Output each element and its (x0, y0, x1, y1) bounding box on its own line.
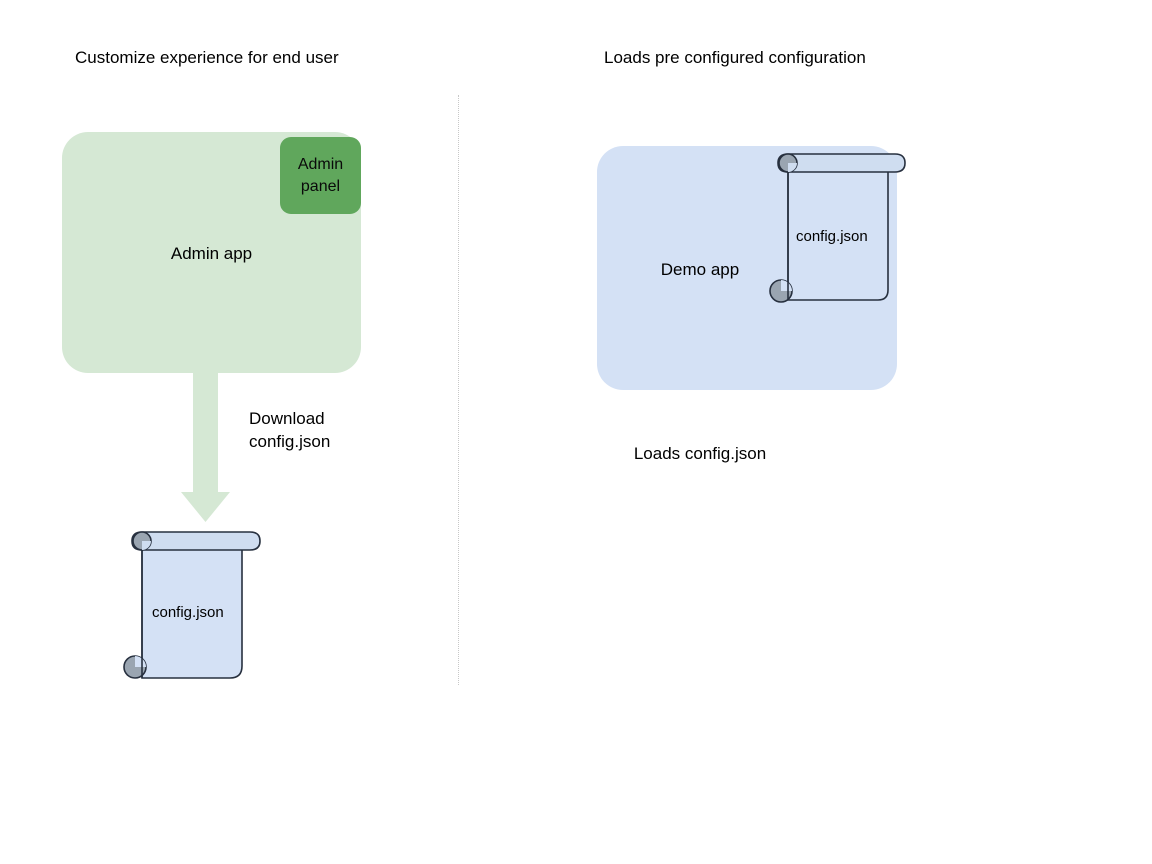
loads-config-caption: Loads config.json (633, 444, 767, 463)
admin-panel-badge-label: Admin panel (297, 155, 344, 195)
left-panel-title: Customize experience for end user (75, 48, 339, 67)
right-panel-title: Loads pre configured configuration (604, 48, 866, 67)
admin-panel-badge[interactable]: Admin panel (280, 137, 361, 214)
panel-divider (458, 95, 459, 685)
demo-app-label: Demo app (660, 260, 740, 279)
config-json-label-right: config.json (796, 228, 868, 245)
config-json-label-left: config.json (152, 604, 224, 621)
config-json-document-right[interactable] (766, 150, 914, 312)
demo-app-box[interactable] (597, 146, 897, 390)
config-json-document-left[interactable] (118, 528, 268, 690)
admin-app-label: Admin app (170, 244, 253, 263)
download-arrow-label: Download config.json (249, 409, 331, 451)
download-arrow-icon (181, 370, 230, 522)
